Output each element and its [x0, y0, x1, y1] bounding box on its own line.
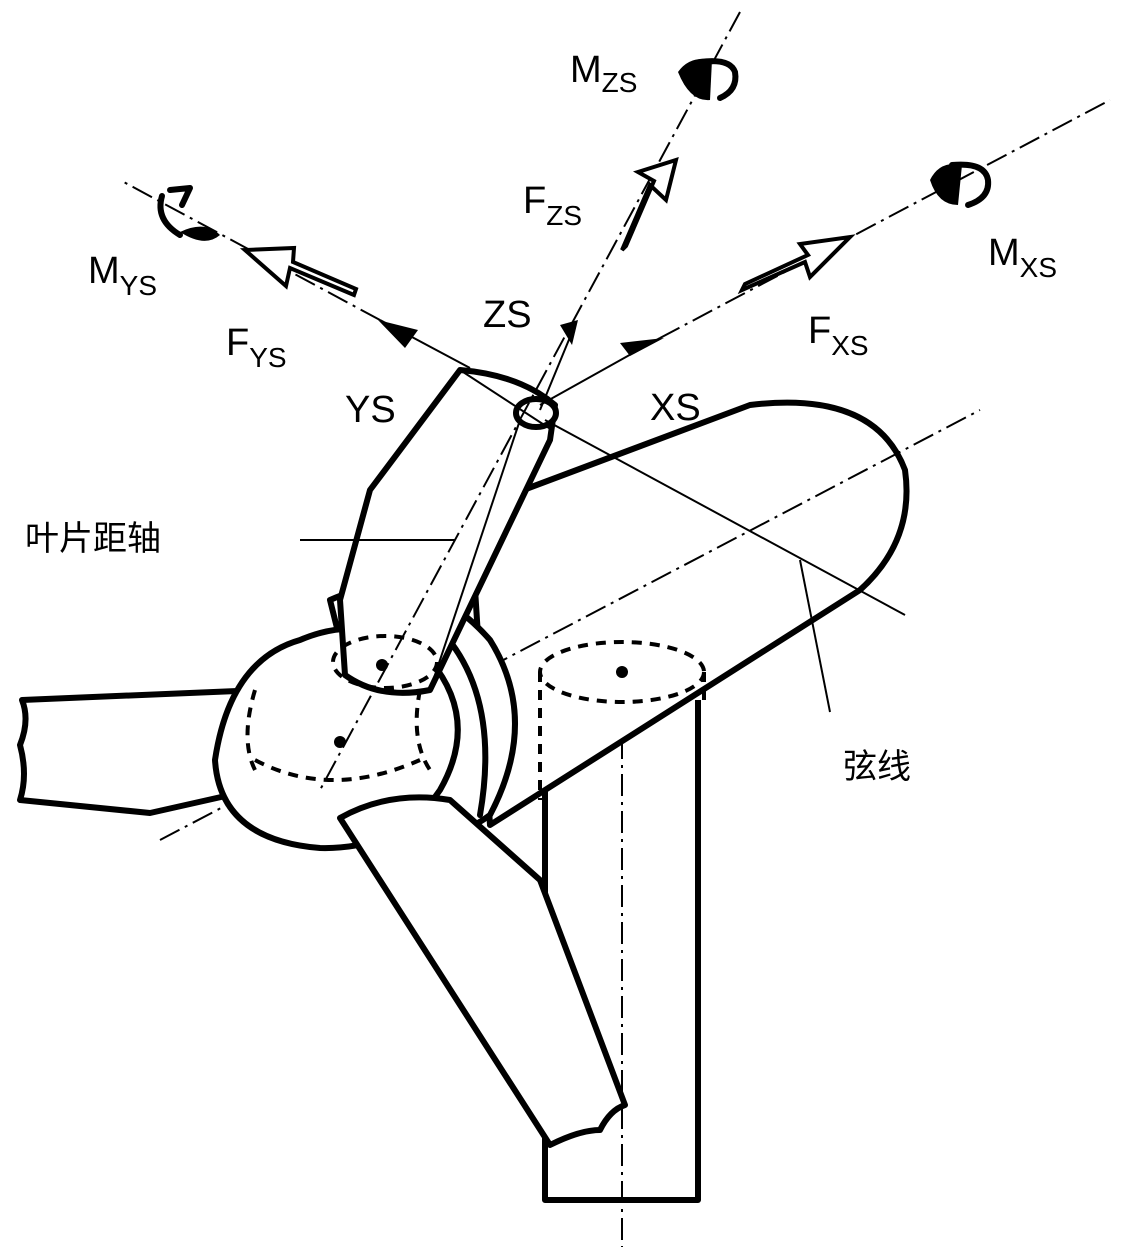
- label-f-ys: FYS: [226, 322, 287, 373]
- coord-axes: [119, 99, 1111, 616]
- label-axis-ys: YS: [345, 389, 396, 431]
- label-chord-line: 弦线: [843, 747, 911, 787]
- label-pitch-axis: 叶片距轴: [25, 519, 161, 559]
- label-m-xs: MXS: [988, 232, 1057, 283]
- nacelle: [467, 399, 910, 828]
- label-axis-zs: ZS: [483, 294, 532, 336]
- moment-zs-icon: [678, 58, 739, 101]
- chord-line-leader: [799, 559, 831, 713]
- force-zs-arrow: [620, 157, 679, 252]
- axis-xs-arrow: [620, 338, 664, 356]
- blade-lower: [337, 794, 628, 1148]
- moment-ys-icon: [157, 185, 220, 241]
- label-f-xs: FXS: [808, 310, 869, 361]
- label-m-ys: MYS: [88, 250, 157, 301]
- label-m-zs: MZS: [570, 49, 637, 98]
- force-xs-arrow: [737, 234, 856, 295]
- axis-zs-arrow: [560, 320, 578, 345]
- axis-ys-arrow: [378, 320, 418, 348]
- label-f-zs: FZS: [523, 180, 582, 231]
- force-ys-arrow: [239, 245, 359, 298]
- blade-left: [17, 687, 263, 816]
- label-axis-xs: XS: [650, 387, 701, 429]
- moment-xs-icon: [930, 161, 992, 208]
